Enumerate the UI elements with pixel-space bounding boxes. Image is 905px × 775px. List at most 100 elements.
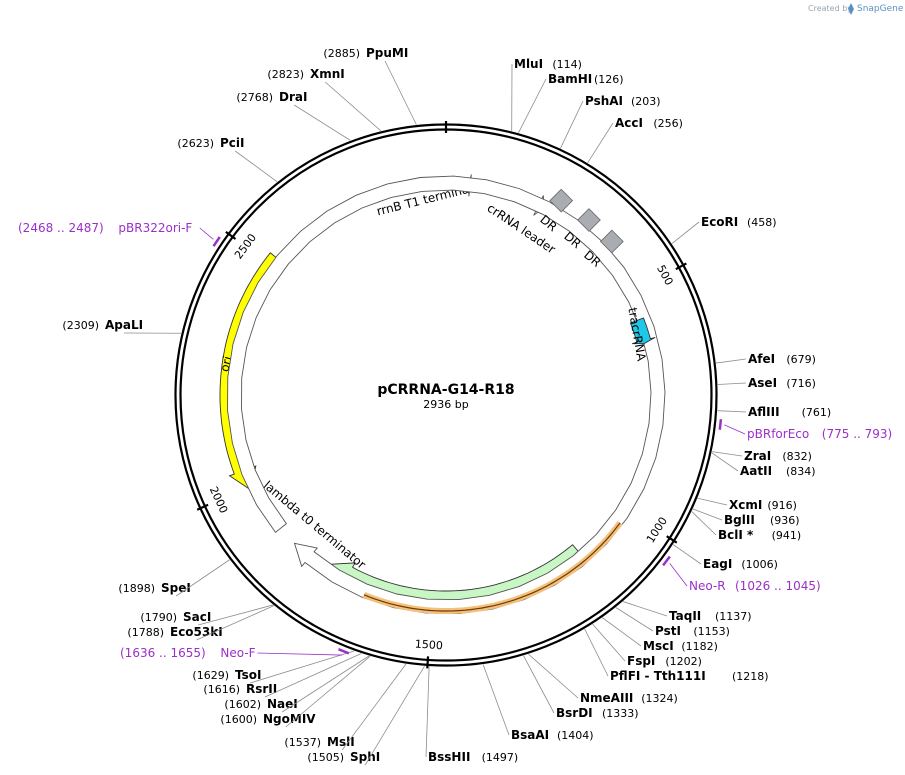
enzyme-bamhi[interactable]: BamHI(126): [518, 72, 624, 134]
enzyme-zrai[interactable]: ZraI(832): [711, 449, 812, 463]
enzyme-leader-line: [717, 382, 747, 385]
enzyme-name: NmeAIII: [580, 691, 633, 705]
enzyme-name: BssHII: [428, 750, 470, 764]
enzyme-position: (1790): [140, 611, 177, 624]
enzyme-leader-line: [622, 601, 668, 617]
primer-pbr322ori-f[interactable]: (2468 .. 2487)pBR322ori-F: [18, 221, 221, 247]
enzyme-name: SacI: [183, 610, 211, 624]
enzyme-position: (1218): [732, 670, 769, 683]
enzyme-spei[interactable]: (1898)SpeI: [118, 559, 230, 597]
enzyme-leader-line: [281, 655, 370, 713]
enzyme-naei[interactable]: (1602) NaeI: [224, 655, 370, 713]
tick-label-1000: 1000: [644, 515, 670, 546]
enzyme-leader-line: [716, 358, 747, 364]
enzyme-tsoi[interactable]: (1629) TsoI: [192, 650, 355, 684]
tick-label-2000: 2000: [207, 485, 231, 516]
enzyme-apali[interactable]: (2309) ApaLI: [62, 318, 182, 334]
enzyme-bsshii[interactable]: BssHII(1497): [425, 666, 518, 764]
enzyme-leader-line: [175, 559, 230, 597]
enzyme-msli[interactable]: (1537)MslI: [284, 663, 407, 751]
enzyme-pflfi-tth111i[interactable]: PflFI - Tth111I(1218): [584, 628, 769, 683]
enzyme-name: EcoRI: [701, 215, 738, 229]
enzyme-name: XcmI: [729, 498, 762, 512]
enzyme-name: EagI: [703, 557, 732, 571]
enzyme-ngomiv[interactable]: (1600)NgoMIV: [220, 655, 371, 728]
enzyme-name: MluI: [514, 57, 543, 71]
enzyme-fspi[interactable]: FspI(1202): [592, 623, 702, 668]
enzyme-position: (1600): [220, 713, 257, 726]
feature-lambda-t0-terminator[interactable]: [227, 175, 666, 615]
enzyme-eagi[interactable]: EagI(1006): [672, 544, 778, 571]
enzyme-pcii[interactable]: (2623)PciI: [177, 136, 278, 183]
enzyme-leader-line: [587, 122, 614, 164]
enzyme-msci[interactable]: MscI(1182): [602, 617, 718, 653]
enzyme-position: (1324): [641, 692, 678, 705]
enzyme-bglii[interactable]: BglII(936): [692, 508, 800, 527]
enzyme-name: BsaAI: [511, 728, 549, 742]
enzyme-leader-line: [671, 221, 700, 244]
enzyme-bcli[interactable]: BclI *(941): [691, 511, 801, 542]
enzyme-xmni[interactable]: (2823)XmnI: [267, 67, 382, 132]
enzyme-leader-line: [711, 452, 739, 472]
enzyme-name: BglII: [724, 513, 755, 527]
feature-dr-box[interactable]: [599, 229, 624, 254]
plasmid-name: pCRRNA-G14-R18: [377, 382, 514, 398]
enzyme-asei[interactable]: AseI(716): [717, 376, 816, 390]
enzyme-ecori[interactable]: EcoRI(458): [671, 215, 777, 244]
feature-tracrrna[interactable]: [629, 317, 656, 345]
enzyme-sphi[interactable]: (1505) SphI: [307, 665, 425, 766]
tick-500: [675, 262, 687, 271]
enzyme-leader-line: [384, 60, 417, 125]
enzyme-taqii[interactable]: TaqII(1137): [622, 601, 752, 623]
enzyme-xcmi[interactable]: XcmI(916): [697, 497, 797, 512]
enzyme-eco53ki[interactable]: (1788) Eco53kI: [127, 605, 275, 641]
enzyme-name: ApaLI: [105, 318, 143, 332]
enzyme-saci[interactable]: (1790) SacI: [140, 604, 274, 626]
primer-range: (2468 .. 2487): [18, 221, 104, 235]
enzyme-bsrdi[interactable]: BsrDI(1333): [523, 655, 639, 720]
enzyme-pshai[interactable]: PshAI(203): [560, 94, 661, 149]
enzyme-rsrii[interactable]: (1616)RsrII: [203, 653, 362, 698]
enzyme-afliii[interactable]: AflIII(761): [717, 405, 832, 419]
primer-range: (775 .. 793): [822, 427, 892, 441]
enzyme-position: (1505): [307, 751, 344, 764]
enzyme-drai[interactable]: (2768)DraI: [236, 90, 351, 141]
tick-2000: [196, 503, 209, 511]
enzyme-position: (834): [786, 465, 816, 478]
primer-mark: [338, 648, 350, 655]
primer-range: (1026 .. 1045): [735, 579, 821, 593]
primer-leader-line: [669, 563, 688, 587]
enzyme-name: TsoI: [235, 668, 261, 682]
enzyme-name: NaeI: [267, 697, 298, 711]
enzyme-bsaai[interactable]: BsaAI(1404): [482, 664, 594, 742]
enzyme-name: PpuMI: [366, 46, 408, 60]
enzyme-name: Eco53kI: [170, 625, 223, 639]
enzyme-position: (2309): [62, 319, 99, 332]
feature-dr-box[interactable]: [549, 188, 574, 213]
enzyme-name: AseI: [748, 376, 777, 390]
feature-dr-box[interactable]: [577, 208, 601, 232]
enzyme-acci[interactable]: AccI(256): [587, 116, 683, 164]
primer-neo-r[interactable]: Neo-R(1026 .. 1045): [662, 555, 821, 593]
enzyme-name: XmnI: [310, 67, 345, 81]
enzyme-position: (1202): [665, 655, 702, 668]
enzyme-nmeaiii[interactable]: NmeAIII (1324): [528, 653, 678, 705]
enzyme-leader-line: [364, 665, 425, 766]
primer-pbrforeco[interactable]: pBRforEco(775 .. 793): [718, 419, 892, 441]
enzyme-psti[interactable]: PstI(1153): [615, 607, 730, 638]
enzyme-leader-line: [234, 150, 278, 183]
enzyme-ppumi[interactable]: (2885) PpuMI: [323, 46, 417, 125]
primer-neo-f[interactable]: (1636 .. 1655)Neo-F: [120, 646, 350, 660]
enzyme-position: (1629): [192, 669, 229, 682]
enzyme-afei[interactable]: AfeI(679): [716, 352, 816, 366]
enzyme-mlui[interactable]: MluI(114): [511, 57, 582, 132]
primer-leader-line: [724, 424, 746, 435]
enzyme-name: SphI: [350, 750, 380, 764]
enzyme-aatii[interactable]: AatII(834): [711, 452, 816, 478]
enzyme-name: MscI: [643, 639, 674, 653]
enzyme-position: (126): [594, 73, 624, 86]
enzyme-position: (1602): [224, 698, 261, 711]
plasmid-size: 2936 bp: [423, 398, 468, 411]
enzyme-position: (1788): [127, 626, 164, 639]
enzyme-position: (2885): [323, 47, 360, 60]
